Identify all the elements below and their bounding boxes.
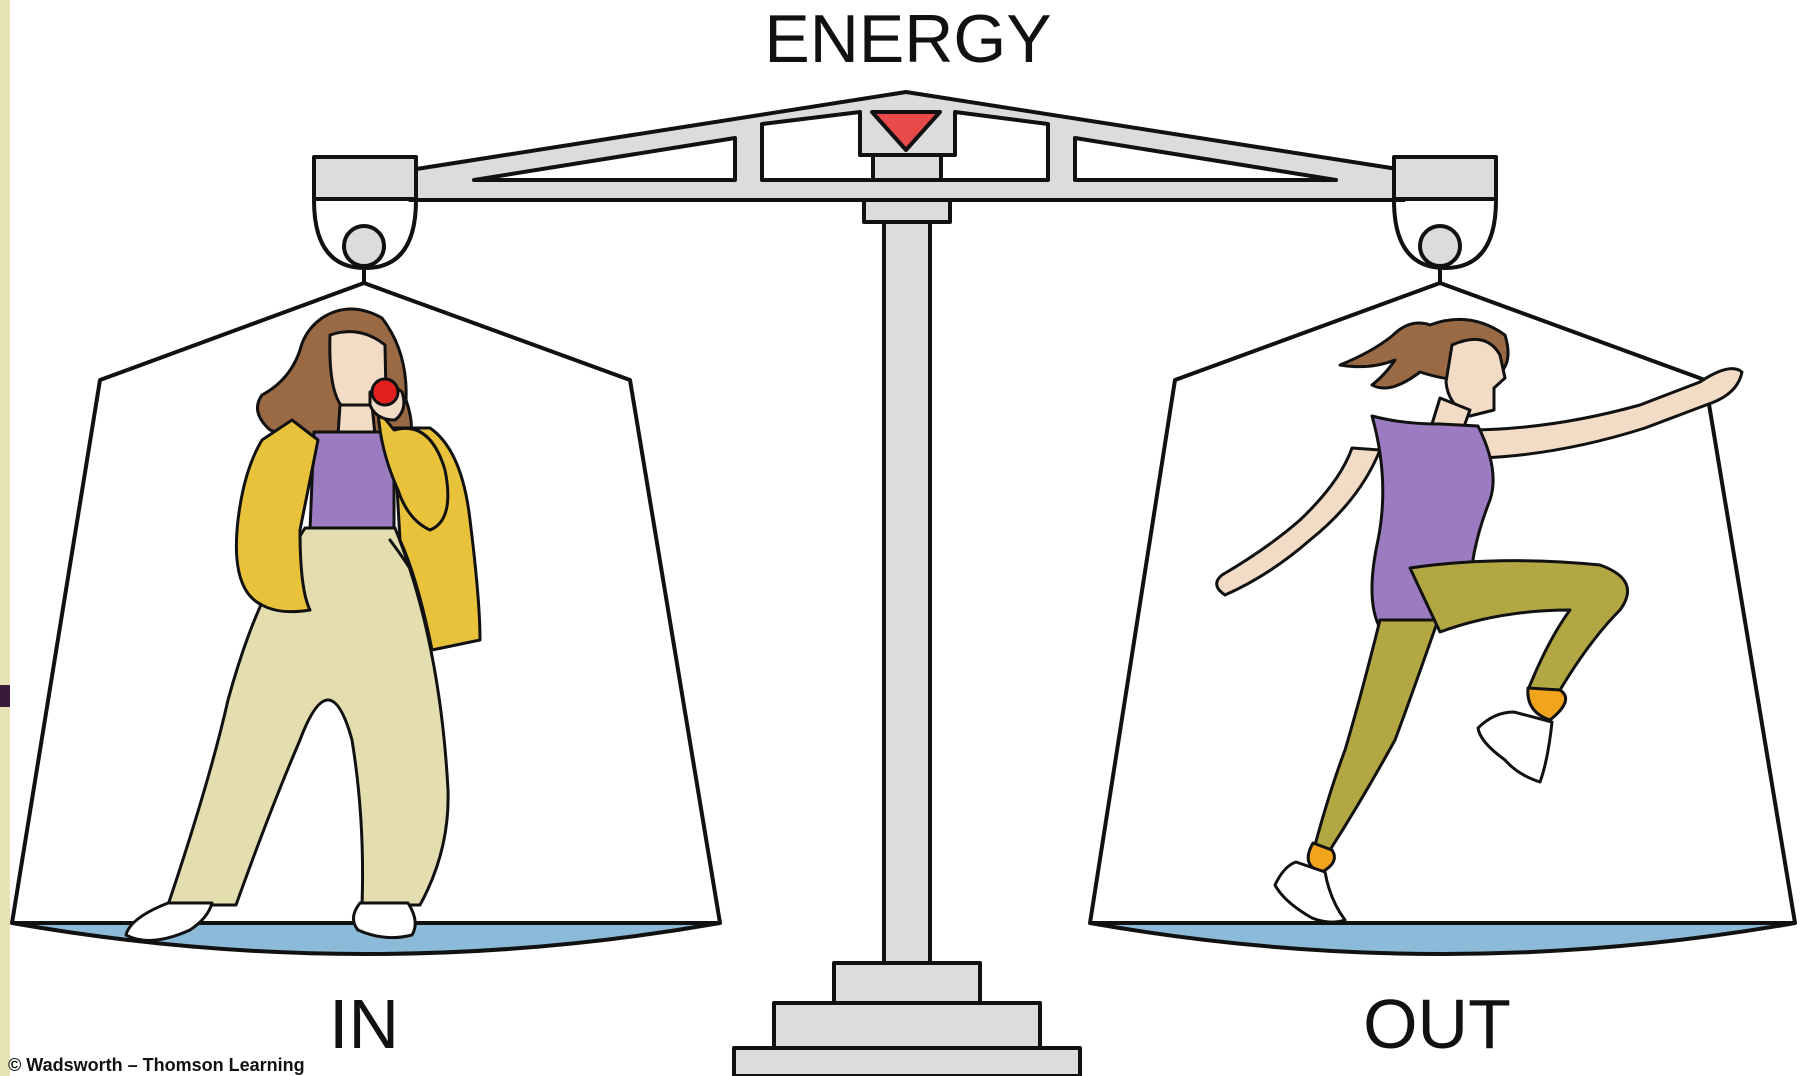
in-label: IN bbox=[329, 985, 399, 1063]
scale-column bbox=[884, 220, 930, 963]
out-label: OUT bbox=[1363, 985, 1511, 1063]
figure-woman-exercising bbox=[1217, 319, 1742, 922]
beam-end-left bbox=[314, 157, 416, 199]
scale-base-bottom bbox=[734, 1048, 1080, 1076]
scale-base-top bbox=[834, 963, 980, 1003]
copyright-credit: © Wadsworth – Thomson Learning bbox=[8, 1055, 305, 1075]
scale-base-middle bbox=[774, 1003, 1040, 1048]
beam-end-right bbox=[1394, 157, 1496, 199]
figure-woman-eating-apple bbox=[126, 309, 480, 940]
energy-title: ENERGY bbox=[764, 1, 1051, 77]
scale-column-cap bbox=[864, 200, 950, 222]
pivot-left bbox=[344, 226, 384, 266]
pivot-right bbox=[1420, 226, 1460, 266]
apple bbox=[372, 379, 398, 405]
left-border-strip bbox=[0, 0, 10, 1076]
